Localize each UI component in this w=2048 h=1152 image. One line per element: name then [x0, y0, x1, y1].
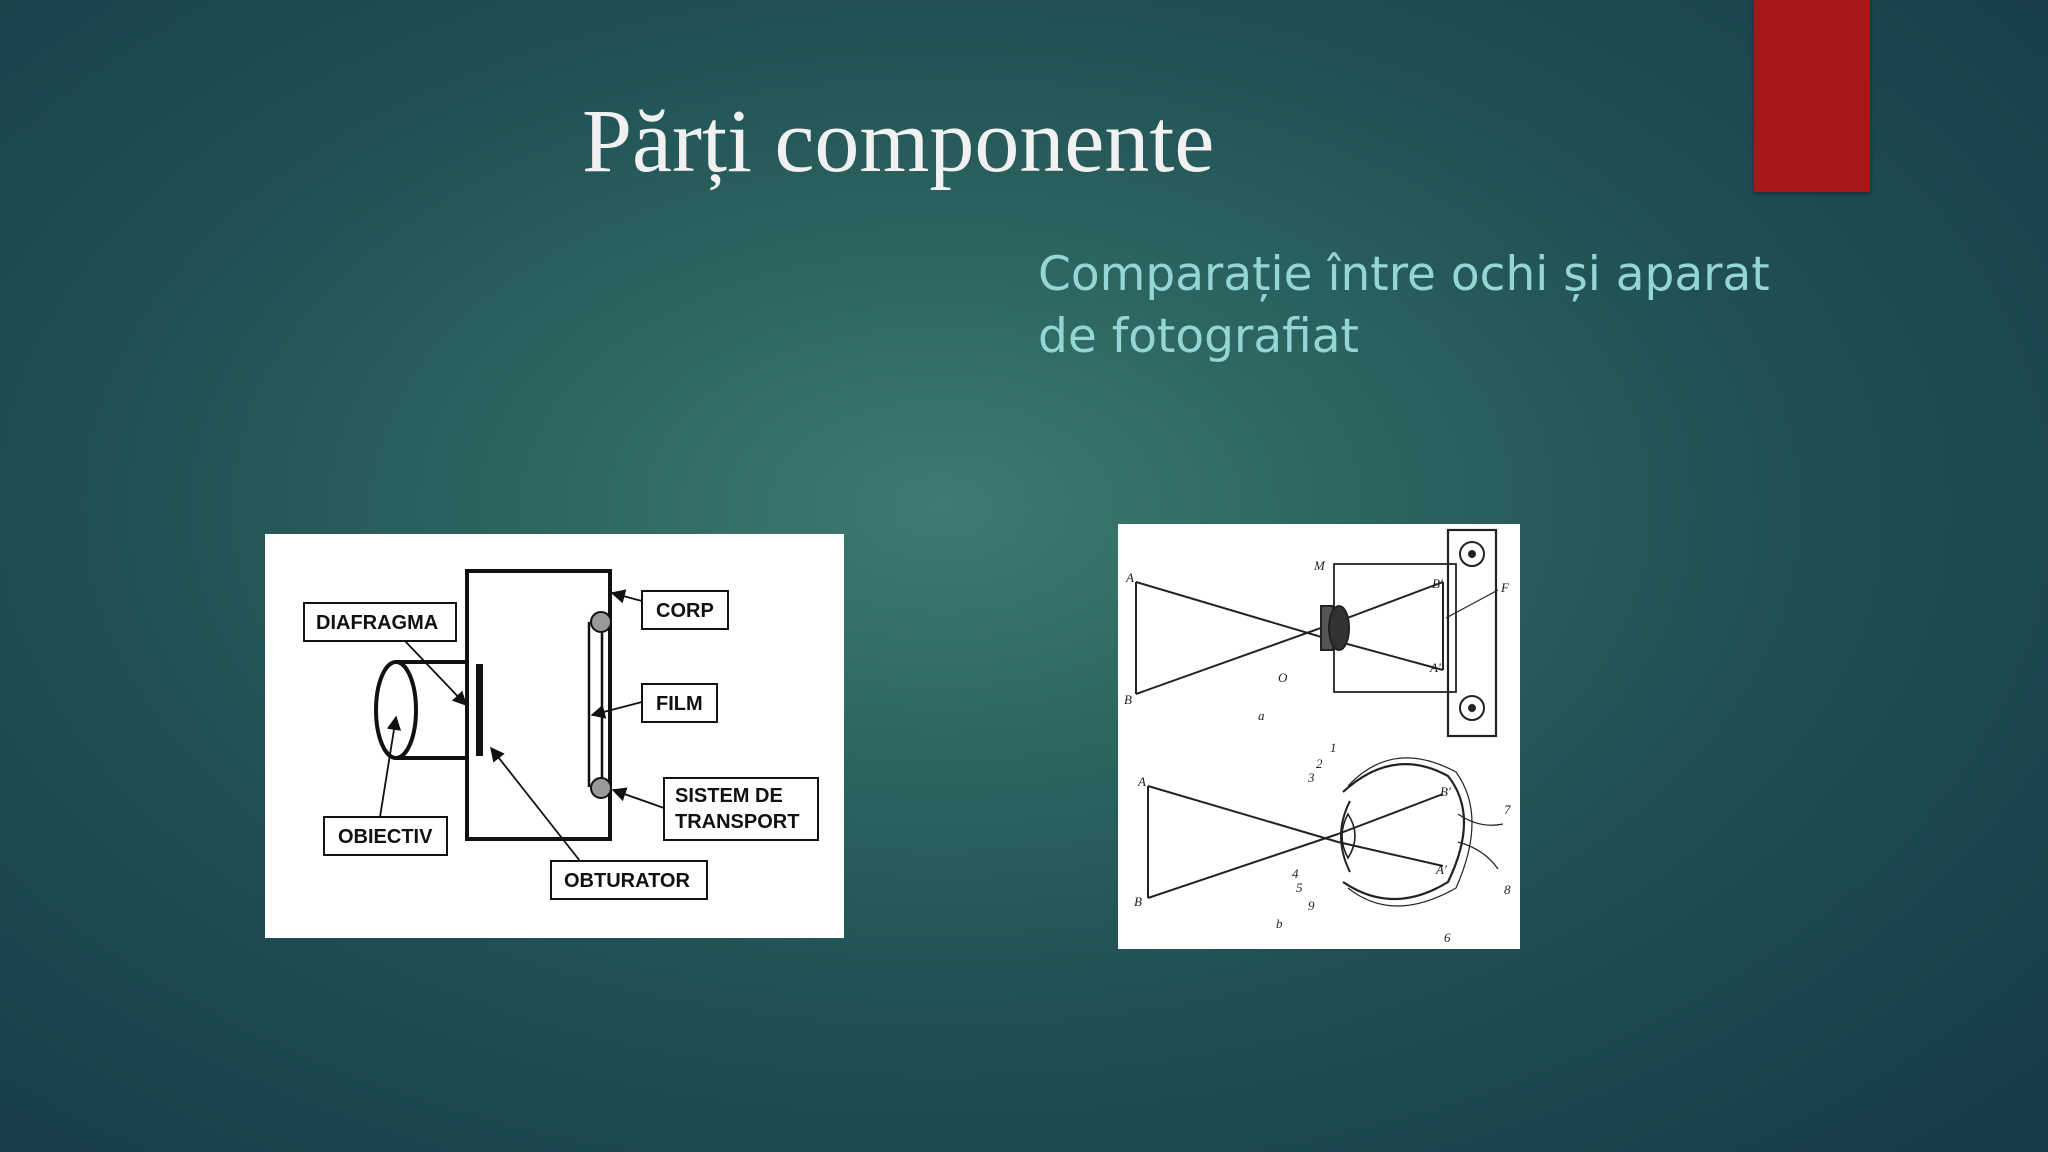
- arrow-obturator: [490, 746, 581, 862]
- eye-top-A-prime: A': [1429, 660, 1441, 675]
- eye-label-7: 7: [1504, 802, 1511, 817]
- eye-label-5: 5: [1296, 880, 1303, 895]
- eye-label-1: 1: [1330, 740, 1337, 755]
- lens-ellipse: [374, 660, 418, 760]
- eye-bottom-A: A: [1137, 774, 1146, 789]
- eye-top-F: F: [1500, 580, 1510, 595]
- eye-label-8: 8: [1504, 882, 1511, 897]
- eye-camera-comparison-diagram: A B M O B' A' F a A B B': [1118, 524, 1520, 949]
- eye-top-B-prime: B': [1432, 576, 1443, 591]
- eye-top-O: O: [1278, 670, 1288, 685]
- arrow-corp: [610, 589, 643, 604]
- eye-bottom-caption: b: [1276, 916, 1283, 931]
- camera-components-diagram: DIAFRAGMA CORP FILM SISTEM DE TRANSPORT …: [265, 534, 844, 938]
- label-sistem-line1: SISTEM DE: [675, 785, 783, 807]
- eye-label-9: 9: [1308, 898, 1315, 913]
- label-obiectiv: OBIECTIV: [338, 826, 433, 848]
- eye-top-caption: a: [1258, 708, 1265, 723]
- film-roller-top: [590, 611, 612, 633]
- eye-bottom-B-prime: B': [1440, 784, 1451, 799]
- slide-title: Părți componente: [582, 92, 1215, 191]
- film-roller-bottom: [590, 777, 612, 799]
- eye-bottom-A-prime: A': [1435, 862, 1447, 877]
- arrow-film: [590, 701, 643, 719]
- label-diafragma: DIAFRAGMA: [316, 612, 438, 634]
- eye-projection: [1147, 757, 1504, 907]
- shutter-plate: [476, 664, 483, 756]
- label-obturator: OBTURATOR: [564, 870, 690, 892]
- lens-tube: [396, 660, 467, 760]
- eye-label-4: 4: [1292, 866, 1299, 881]
- red-accent-tab: [1754, 0, 1870, 192]
- eye-top-A: A: [1125, 570, 1134, 585]
- eye-label-6: 6: [1444, 930, 1451, 945]
- label-film: FILM: [656, 693, 703, 715]
- eye-bottom-B: B: [1134, 894, 1142, 909]
- arrow-diafragma: [404, 640, 467, 707]
- film-strip: [587, 622, 604, 787]
- eye-label-2: 2: [1316, 756, 1323, 771]
- eye-top-B: B: [1124, 692, 1132, 707]
- eye-label-3: 3: [1307, 770, 1315, 785]
- camera-projection: [1135, 528, 1499, 738]
- arrow-obiectiv: [379, 715, 402, 818]
- camera-body-rect: [465, 569, 612, 841]
- eye-top-M: M: [1313, 558, 1326, 573]
- label-corp: CORP: [656, 600, 714, 622]
- arrow-sistem: [611, 787, 665, 809]
- label-sistem-line2: TRANSPORT: [675, 811, 799, 833]
- slide-subtitle: Comparație între ochi și aparat de fotog…: [1038, 247, 1770, 364]
